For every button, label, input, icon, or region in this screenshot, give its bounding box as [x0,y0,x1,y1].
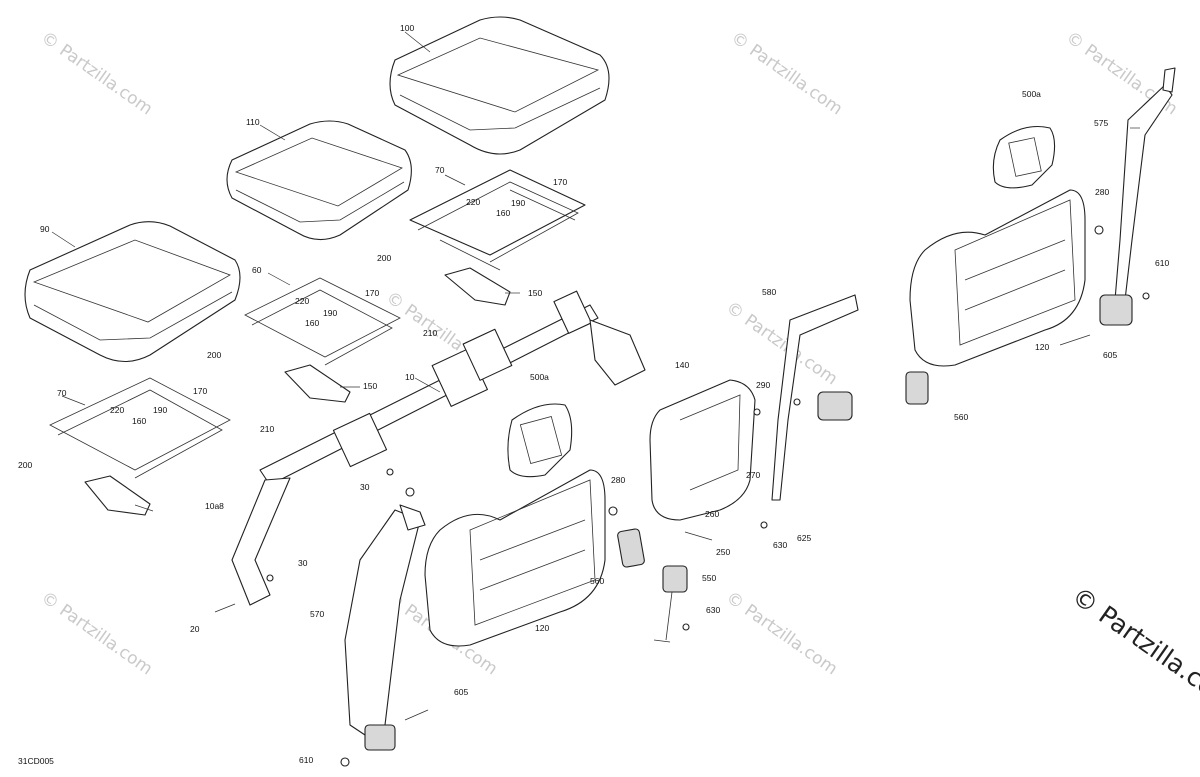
callout-label: 120 [535,623,549,633]
slide-rail-150-left [84,475,151,516]
callout-label: 550 [702,573,716,583]
seat-base-frame-10 [231,290,646,606]
seat-frame-70-top [409,169,586,271]
callout-label: 500a [1022,89,1041,99]
slide-rail-150-mid [284,364,351,403]
slide-rail-150-top [444,267,511,306]
callout-label: 150 [363,381,377,391]
callout-label: 200 [18,460,32,470]
callout-label: 150 [528,288,542,298]
seat-back-120-right [909,189,1086,367]
callout-label: 10 [405,372,415,382]
watermark: © Partzilla.com [727,28,846,120]
seat-frame-60 [244,277,401,366]
callout-label: 610 [299,755,313,765]
callout-label: 190 [153,405,167,415]
seat-belt-575 [1099,67,1176,326]
drawing-code: 31CD005 [18,756,54,766]
callout-label: 190 [323,308,337,318]
seat-back-120-center [424,469,606,647]
buckle-550 [662,565,688,641]
callout-label: 30 [298,558,308,568]
callout-label: 100 [400,23,414,33]
callout-label: 220 [295,296,309,306]
callout-label: 70 [435,165,445,175]
callout-label: 610 [1155,258,1169,268]
callout-label: 170 [553,177,567,187]
corner-watermark: © Partzilla.com [1067,581,1200,715]
callout-label: 110 [246,117,260,127]
callout-label: 290 [756,380,770,390]
callout-label: 560 [954,412,968,422]
callout-label: 630 [773,540,787,550]
seat-back-140 [649,379,756,521]
watermark: © Partzilla.com [37,588,156,680]
callout-label: 220 [110,405,124,415]
seat-cushion-90 [24,221,241,363]
callout-label: 560 [590,576,604,586]
callout-label: 160 [132,416,146,426]
callout-label: 140 [675,360,689,370]
callout-label: 60 [252,265,262,275]
headrest-500a-center [507,403,573,478]
callout-label: 580 [762,287,776,297]
callout-label: 190 [511,198,525,208]
leader-lines [51,31,1140,512]
callout-label: 630 [706,605,720,615]
callout-label: 500a [530,372,549,382]
callout-label: 210 [423,328,437,338]
callout-label: 270 [746,470,760,480]
callout-label: 120 [1035,342,1049,352]
callout-label: 20 [190,624,200,634]
callout-label: 170 [365,288,379,298]
callout-label: 280 [1095,187,1109,197]
callout-label: 70 [57,388,67,398]
callout-label: 90 [40,224,50,234]
callout-label: 260 [705,509,719,519]
seat-cushion-110 [226,120,412,241]
callout-label: 220 [466,197,480,207]
callout-labels: 100 110 90 70 170 190 220 160 200 150 60… [18,23,1169,765]
callout-label: 30 [360,482,370,492]
callout-label: 625 [797,533,811,543]
watermark: © Partzilla.com [722,588,841,680]
seat-belt-570 [344,504,426,751]
headrest-500a-right [992,125,1056,189]
buckle-560-right [905,371,929,405]
watermark: © Partzilla.com [37,28,156,120]
callout-label: 575 [1094,118,1108,128]
callout-label: 280 [611,475,625,485]
callout-label: 200 [377,253,391,263]
seat-cushion-100 [389,16,610,155]
callout-label: 605 [1103,350,1117,360]
hardware-fasteners [214,225,1150,767]
buckle-560-center [617,528,645,568]
callout-label: 200 [207,350,221,360]
seat-frame-70-left [49,377,231,479]
callout-label: 570 [310,609,324,619]
callout-label: 160 [305,318,319,328]
callout-label: 10a8 [205,501,224,511]
callout-label: 170 [193,386,207,396]
callout-label: 605 [454,687,468,697]
callout-label: 250 [716,547,730,557]
seat-belt-580 [771,294,859,501]
callout-label: 160 [496,208,510,218]
callout-label: 210 [260,424,274,434]
